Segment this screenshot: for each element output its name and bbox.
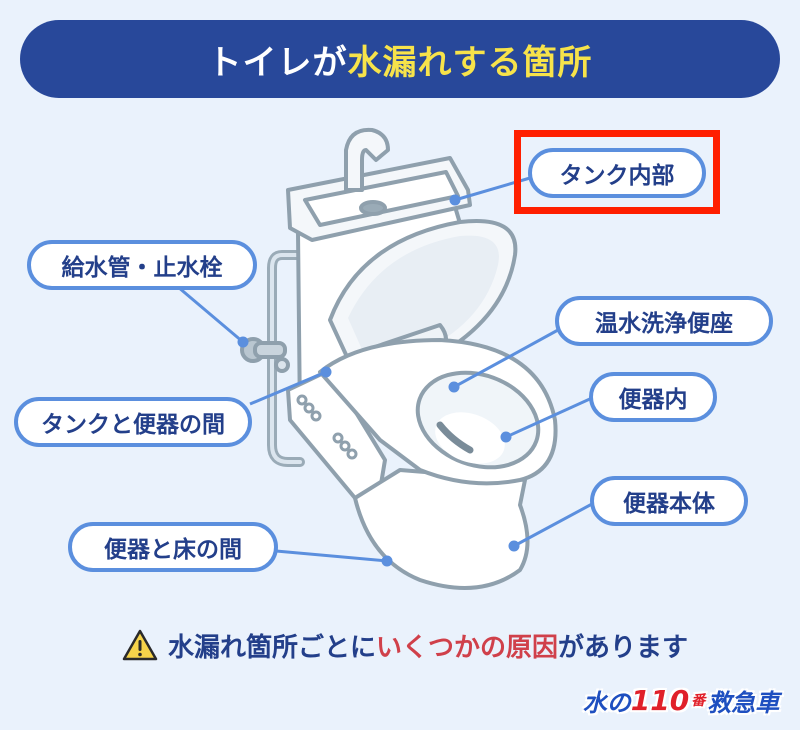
label-tank-inside: タンク内部 [528, 148, 706, 198]
footer-text-3: があります [558, 632, 689, 663]
leader-bowl-floor-gap [275, 549, 388, 563]
brand-number: 110 [630, 683, 690, 717]
leader-supply-pipe [177, 285, 244, 344]
brand-part-1: 水の [582, 688, 631, 717]
bowl-body-shape [353, 468, 530, 590]
footer-text-1: 水漏れ箇所ごとに [167, 632, 376, 663]
brand-small: 番 [691, 693, 706, 709]
leader-washlet [453, 328, 559, 389]
title-part-2: 水漏れする箇所 [347, 42, 593, 83]
faucet-shape [344, 127, 390, 192]
leader-bowl-inside [505, 396, 593, 439]
title-part-1: トイレが [207, 42, 348, 83]
footer-note: 水漏れ箇所ごとにいくつかの原因があります [60, 622, 750, 668]
highlight-box [514, 130, 720, 214]
label-washlet: 温水洗浄便座 [555, 296, 773, 346]
leader-tank-bowl-gap [249, 370, 327, 406]
brand-part-2: 救急車 [707, 688, 780, 717]
label-supply-pipe: 給水管・止水栓 [27, 240, 257, 290]
title-banner: トイレが水漏れする箇所 [20, 20, 780, 98]
label-bowl-floor-gap: 便器と床の間 [68, 522, 278, 572]
label-bowl-inside: 便器内 [589, 372, 717, 422]
footer-text-emphasis: いくつかの原因 [375, 632, 558, 663]
warning-icon [122, 629, 158, 661]
leader-bowl-body [513, 502, 593, 548]
label-tank-bowl-gap: タンクと便器の間 [14, 397, 252, 447]
label-bowl-body: 便器本体 [590, 476, 748, 526]
